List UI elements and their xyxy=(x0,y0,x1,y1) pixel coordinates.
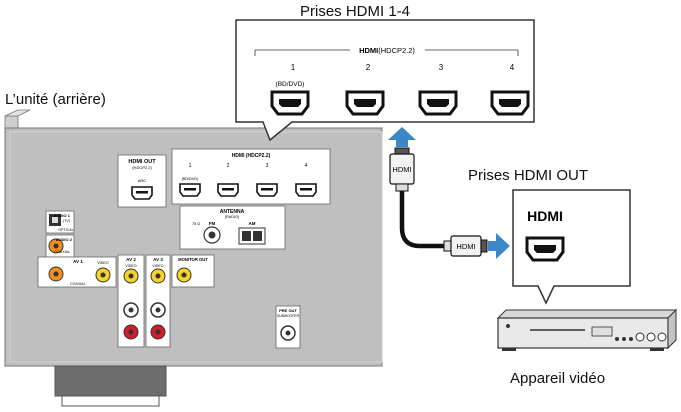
rear-av2-section: AV 2 VIDEO xyxy=(117,254,145,348)
rear-hdmi-jack-4 xyxy=(295,183,317,197)
zoom-hdmi-number-4: 4 xyxy=(510,63,515,72)
rear-hdmi-in-section: HDMI (HDCP2.2) 1 2 3 4 (BD/DVD) xyxy=(171,148,331,205)
device-display xyxy=(591,326,613,337)
rear-hdmi-header: HDMI (HDCP2.2) xyxy=(232,153,271,159)
rear-hdmi-out-arc: ARC xyxy=(138,178,147,183)
av1-video-label: VIDEO xyxy=(97,261,108,265)
av1-label: AV 1 xyxy=(73,259,83,264)
hdmi-cable: HDMI HDMI xyxy=(388,127,510,259)
video-device-illustration xyxy=(496,308,678,351)
zoom-hdmi1-sub: (BD/DVD) xyxy=(276,81,305,88)
subwoofer-label: SUBWOOFER xyxy=(277,314,300,318)
vertical-plug-tip xyxy=(394,147,410,155)
zoom-header: HDMI(HDCP2.2) xyxy=(359,46,415,55)
rear-hdmi-number-4: 4 xyxy=(305,163,308,169)
zoom-hdmi-jack-1 xyxy=(270,90,310,116)
rear-av1-section: AV 1 COAXIAL VIDEO xyxy=(37,256,117,288)
rear-hdmi-out-sub: (HDCP2.2) xyxy=(132,165,152,170)
av3-label: AV 3 xyxy=(153,257,163,262)
audio1-label: AUDIO 1 xyxy=(54,213,71,218)
rear-hdmi-number-2: 2 xyxy=(227,163,230,169)
device-callout-frame xyxy=(512,189,631,305)
fm-sub: 75 Ω xyxy=(192,222,200,226)
zoom-hdmi-number-1: 1 xyxy=(291,63,296,72)
zoom-hdmi-jack-3 xyxy=(418,90,458,116)
rear-antenna-section: ANTENNA (RADIO) FM 75 Ω AM xyxy=(179,205,286,250)
rear-hdmi-out-section: HDMI OUT (HDCP2.2) ARC xyxy=(117,154,167,208)
horizontal-plug-label: HDMI xyxy=(456,242,475,251)
unit-rear-caption: L’unité (arrière) xyxy=(5,91,106,108)
audio2-coaxial-label: COAXIAL xyxy=(54,250,70,254)
rear-hdmi1-sub: (BD/DVD) xyxy=(182,177,200,181)
optical-label: OPTICAL xyxy=(58,228,73,232)
zoom-hdmi-jack-4 xyxy=(490,90,530,116)
rear-hdmi-jack-2 xyxy=(217,183,239,197)
antenna-label: ANTENNA xyxy=(220,209,245,215)
rear-hdmi-number-1: 1 xyxy=(189,163,192,169)
hdmi-jacks-caption: Prises HDMI 1-4 xyxy=(300,3,411,20)
av2-video-label: VIDEO xyxy=(125,264,136,268)
antenna-sub: (RADIO) xyxy=(225,215,240,219)
rear-hdmi-number-3: 3 xyxy=(266,163,269,169)
arrow-right-icon xyxy=(488,233,510,259)
audio2-label: AUDIO 2 xyxy=(56,237,73,242)
rear-audio1-section: AUDIO 1 (TV) OPTICAL xyxy=(45,210,75,234)
rear-pre-out-section: PRE OUT SUBWOOFER xyxy=(275,305,301,349)
vertical-plug-label: HDMI xyxy=(392,165,411,174)
device-hdmi-label: HDMI xyxy=(527,208,563,224)
rear-hdmi-out-label: HDMI OUT xyxy=(128,159,156,165)
horizontal-plug-tip xyxy=(480,239,488,253)
monitor-out-label: MONITOR OUT xyxy=(178,257,208,262)
rear-av3-section: AV 3 VIDEO xyxy=(145,254,171,348)
am-label: AM xyxy=(249,221,256,226)
zoom-hdmi-number-2: 2 xyxy=(366,63,371,72)
rear-monitor-out-section: MONITOR OUT xyxy=(171,254,215,288)
video-device-caption: Appareil vidéo xyxy=(510,370,606,387)
cable-wire xyxy=(399,186,448,249)
rear-audio2-section: AUDIO 2 COAXIAL xyxy=(45,234,75,258)
rear-hdmi-out-jack xyxy=(131,186,153,200)
rear-hdmi-jack-3 xyxy=(256,183,278,197)
audio1-sub: (TV) xyxy=(63,219,70,223)
fm-label: FM xyxy=(209,221,216,226)
av1-coaxial-label: COAXIAL xyxy=(70,282,86,286)
receiver-rear-panel: HDMI OUT (HDCP2.2) ARC HDMI (HDCP2.2) 1 … xyxy=(4,109,383,407)
hdmi-input-zoom-callout: HDMI(HDCP2.2) 1 2 3 4 (BD/DVD) xyxy=(235,19,535,142)
device-hdmi-out-callout: HDMI xyxy=(512,189,631,305)
arrow-up-icon xyxy=(388,127,416,147)
pre-out-label: PRE OUT xyxy=(279,308,297,313)
av3-video-label: VIDEO xyxy=(152,264,163,268)
zoom-callout-frame xyxy=(235,19,535,142)
av2-label: AV 2 xyxy=(126,257,136,262)
hdmi-out-caption: Prises HDMI OUT xyxy=(468,167,588,184)
rear-hdmi-jack-1 xyxy=(179,183,201,197)
device-hdmi-out-jack xyxy=(525,236,565,262)
zoom-hdmi-number-3: 3 xyxy=(439,63,444,72)
zoom-hdmi-jack-2 xyxy=(345,90,385,116)
